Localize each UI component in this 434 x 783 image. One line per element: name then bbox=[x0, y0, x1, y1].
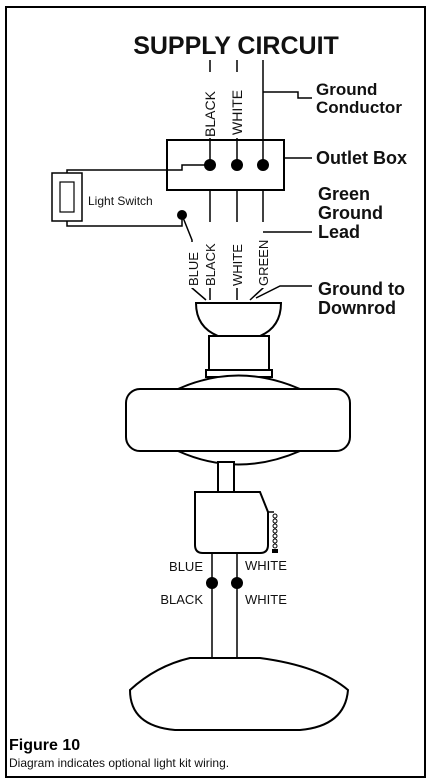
motor-housing bbox=[125, 388, 351, 452]
svg-text:BLACK: BLACK bbox=[202, 90, 218, 137]
outlet-box bbox=[166, 139, 285, 191]
canopy-cup bbox=[194, 302, 283, 337]
pull-chain-icon bbox=[272, 513, 278, 553]
fan-wire-label-green: GREEN bbox=[255, 222, 271, 288]
svg-text:BLACK: BLACK bbox=[203, 243, 218, 286]
switch-wire-top bbox=[66, 164, 210, 173]
motor-top-dome bbox=[177, 374, 301, 390]
motor-bottom-dome bbox=[177, 450, 301, 466]
light-kit-label-right-bottom: WHITE bbox=[245, 592, 287, 607]
diagram-title: SUPPLY CIRCUIT bbox=[133, 32, 339, 60]
figure-caption-text: Diagram indicates optional light kit wir… bbox=[9, 756, 230, 770]
fan-wire-label-white: WHITE bbox=[229, 222, 245, 288]
switch-wire-bottom bbox=[66, 215, 183, 227]
light-switch-toggle bbox=[59, 181, 75, 213]
connector-dot bbox=[257, 159, 269, 171]
label-ground-conductor-1: Ground bbox=[316, 80, 377, 99]
label-green-ground-lead-1: Green bbox=[318, 184, 370, 204]
light-kit-label-left-top: BLUE bbox=[169, 559, 203, 574]
label-ground-to-downrod-1: Ground to bbox=[318, 279, 405, 299]
ground-to-downrod-leader bbox=[255, 285, 312, 299]
label-light-switch: Light Switch bbox=[88, 194, 153, 208]
svg-text:WHITE: WHITE bbox=[229, 90, 245, 135]
light-kit-connector-dot bbox=[206, 577, 218, 589]
svg-text:GREEN: GREEN bbox=[256, 240, 271, 286]
fan-wire-label-blue: BLUE bbox=[185, 242, 201, 288]
label-green-ground-lead-2: Ground bbox=[318, 203, 383, 223]
ground-conductor-leader bbox=[263, 91, 312, 99]
label-ground-conductor-2: Conductor bbox=[316, 98, 402, 117]
connector-dot bbox=[231, 159, 243, 171]
supply-wire-label-white: WHITE bbox=[228, 72, 246, 138]
figure-caption-title: Figure 10 bbox=[9, 737, 81, 754]
light-kit-label-right-top: WHITE bbox=[245, 558, 287, 573]
light-kit-bowl bbox=[128, 657, 350, 731]
label-outlet-box: Outlet Box bbox=[316, 148, 407, 168]
svg-text:BLUE: BLUE bbox=[186, 252, 201, 286]
downrod bbox=[208, 335, 270, 371]
switch-housing bbox=[194, 491, 269, 554]
light-kit-label-left-bottom: BLACK bbox=[160, 592, 203, 607]
label-green-ground-lead-3: Lead bbox=[318, 222, 360, 242]
label-ground-to-downrod-2: Downrod bbox=[318, 298, 396, 318]
fan-wire-label-black: BLACK bbox=[202, 222, 218, 288]
light-kit-connector-dot bbox=[231, 577, 243, 589]
supply-wire-label-black: BLACK bbox=[201, 72, 219, 138]
svg-text:WHITE: WHITE bbox=[230, 244, 245, 286]
switch-housing-stem bbox=[217, 461, 235, 493]
figure-frame bbox=[5, 6, 426, 778]
